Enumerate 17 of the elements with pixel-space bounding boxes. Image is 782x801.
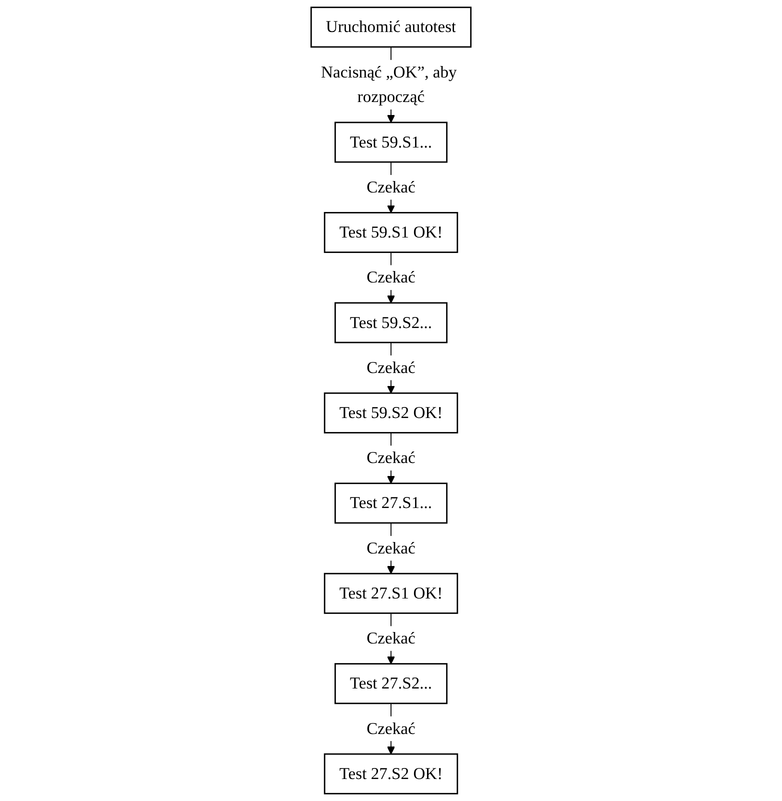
- edge-label: Czekać: [366, 538, 416, 558]
- edge-label: Czekać: [366, 448, 416, 467]
- node-box: Test 59.S1...: [334, 122, 448, 163]
- edge-label: Czekać: [366, 358, 416, 377]
- node-box: Test 59.S2 OK!: [324, 392, 458, 434]
- node-box: Test 27.S1 OK!: [324, 572, 458, 614]
- node-box: Test 27.S1...: [334, 482, 448, 524]
- edge-label: Czekać: [366, 628, 416, 648]
- node-box: Test 59.S1 OK!: [324, 212, 458, 253]
- node-box: Test 27.S2...: [334, 663, 448, 704]
- node-box: Uruchomić autotest: [310, 6, 472, 48]
- edge-label: Czekać: [366, 719, 416, 738]
- node-box: Test 59.S2...: [334, 302, 448, 344]
- node-box: Test 27.S2 OK!: [324, 753, 458, 794]
- edge-label: Czekać: [366, 268, 416, 286]
- edge-label: Czekać: [366, 178, 416, 196]
- edge-label: Nacisnąć „OK”, aby rozpocząć: [321, 62, 457, 106]
